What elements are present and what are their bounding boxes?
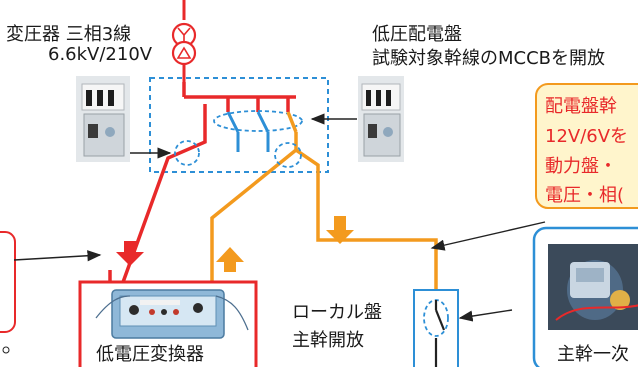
- red-down-arrow: [116, 241, 144, 266]
- local-panel-line1: ローカル盤: [292, 302, 382, 323]
- callout-right-line3: 動力盤・: [545, 156, 617, 177]
- local-main-switch: [434, 300, 446, 367]
- orange-down-arrow: [326, 216, 354, 244]
- local-panel-line2: 主幹開放: [292, 330, 364, 351]
- arrow-inset-right: [458, 309, 513, 322]
- callout-right-line4: 電圧・相(: [545, 185, 625, 206]
- transformer-symbol: [171, 0, 197, 82]
- converter-label: 低電圧変換器: [96, 344, 204, 365]
- left-callout-box: [0, 231, 16, 333]
- arrow-callout-right: [430, 221, 546, 251]
- transformer-label-line2: 6.6kV/210V: [48, 44, 153, 65]
- converter-photo: [95, 289, 249, 339]
- callout-right-line2: 12V/6Vを: [545, 126, 629, 147]
- callout-right-line1: 配電盤幹: [545, 96, 617, 117]
- panel-label-line2: 試験対象幹線のMCCBを開放: [372, 48, 606, 69]
- orange-circuit: [210, 111, 438, 300]
- mccb-switches: [226, 111, 270, 152]
- right-inset-photo: [548, 244, 638, 330]
- mccb-dashed-ellipse: [213, 110, 303, 132]
- inset-right-label: 主幹一次: [557, 344, 629, 365]
- panel-label-line1: 低圧配電盤: [372, 24, 462, 45]
- right-callout-box: [535, 83, 638, 209]
- transformer-label-line1: 変圧器 三相3線: [6, 24, 132, 45]
- left-edge-glyph: [2, 346, 10, 354]
- dashed-circle-left: [174, 140, 200, 166]
- left-panel-photo: [76, 76, 130, 162]
- low-voltage-panel-box: [149, 77, 329, 173]
- right-panel-photo: [358, 76, 404, 162]
- red-bus: [108, 82, 296, 300]
- dashed-circle-right: [274, 142, 302, 168]
- arrow-left-callout: [13, 250, 102, 262]
- orange-up-arrow: [216, 247, 244, 272]
